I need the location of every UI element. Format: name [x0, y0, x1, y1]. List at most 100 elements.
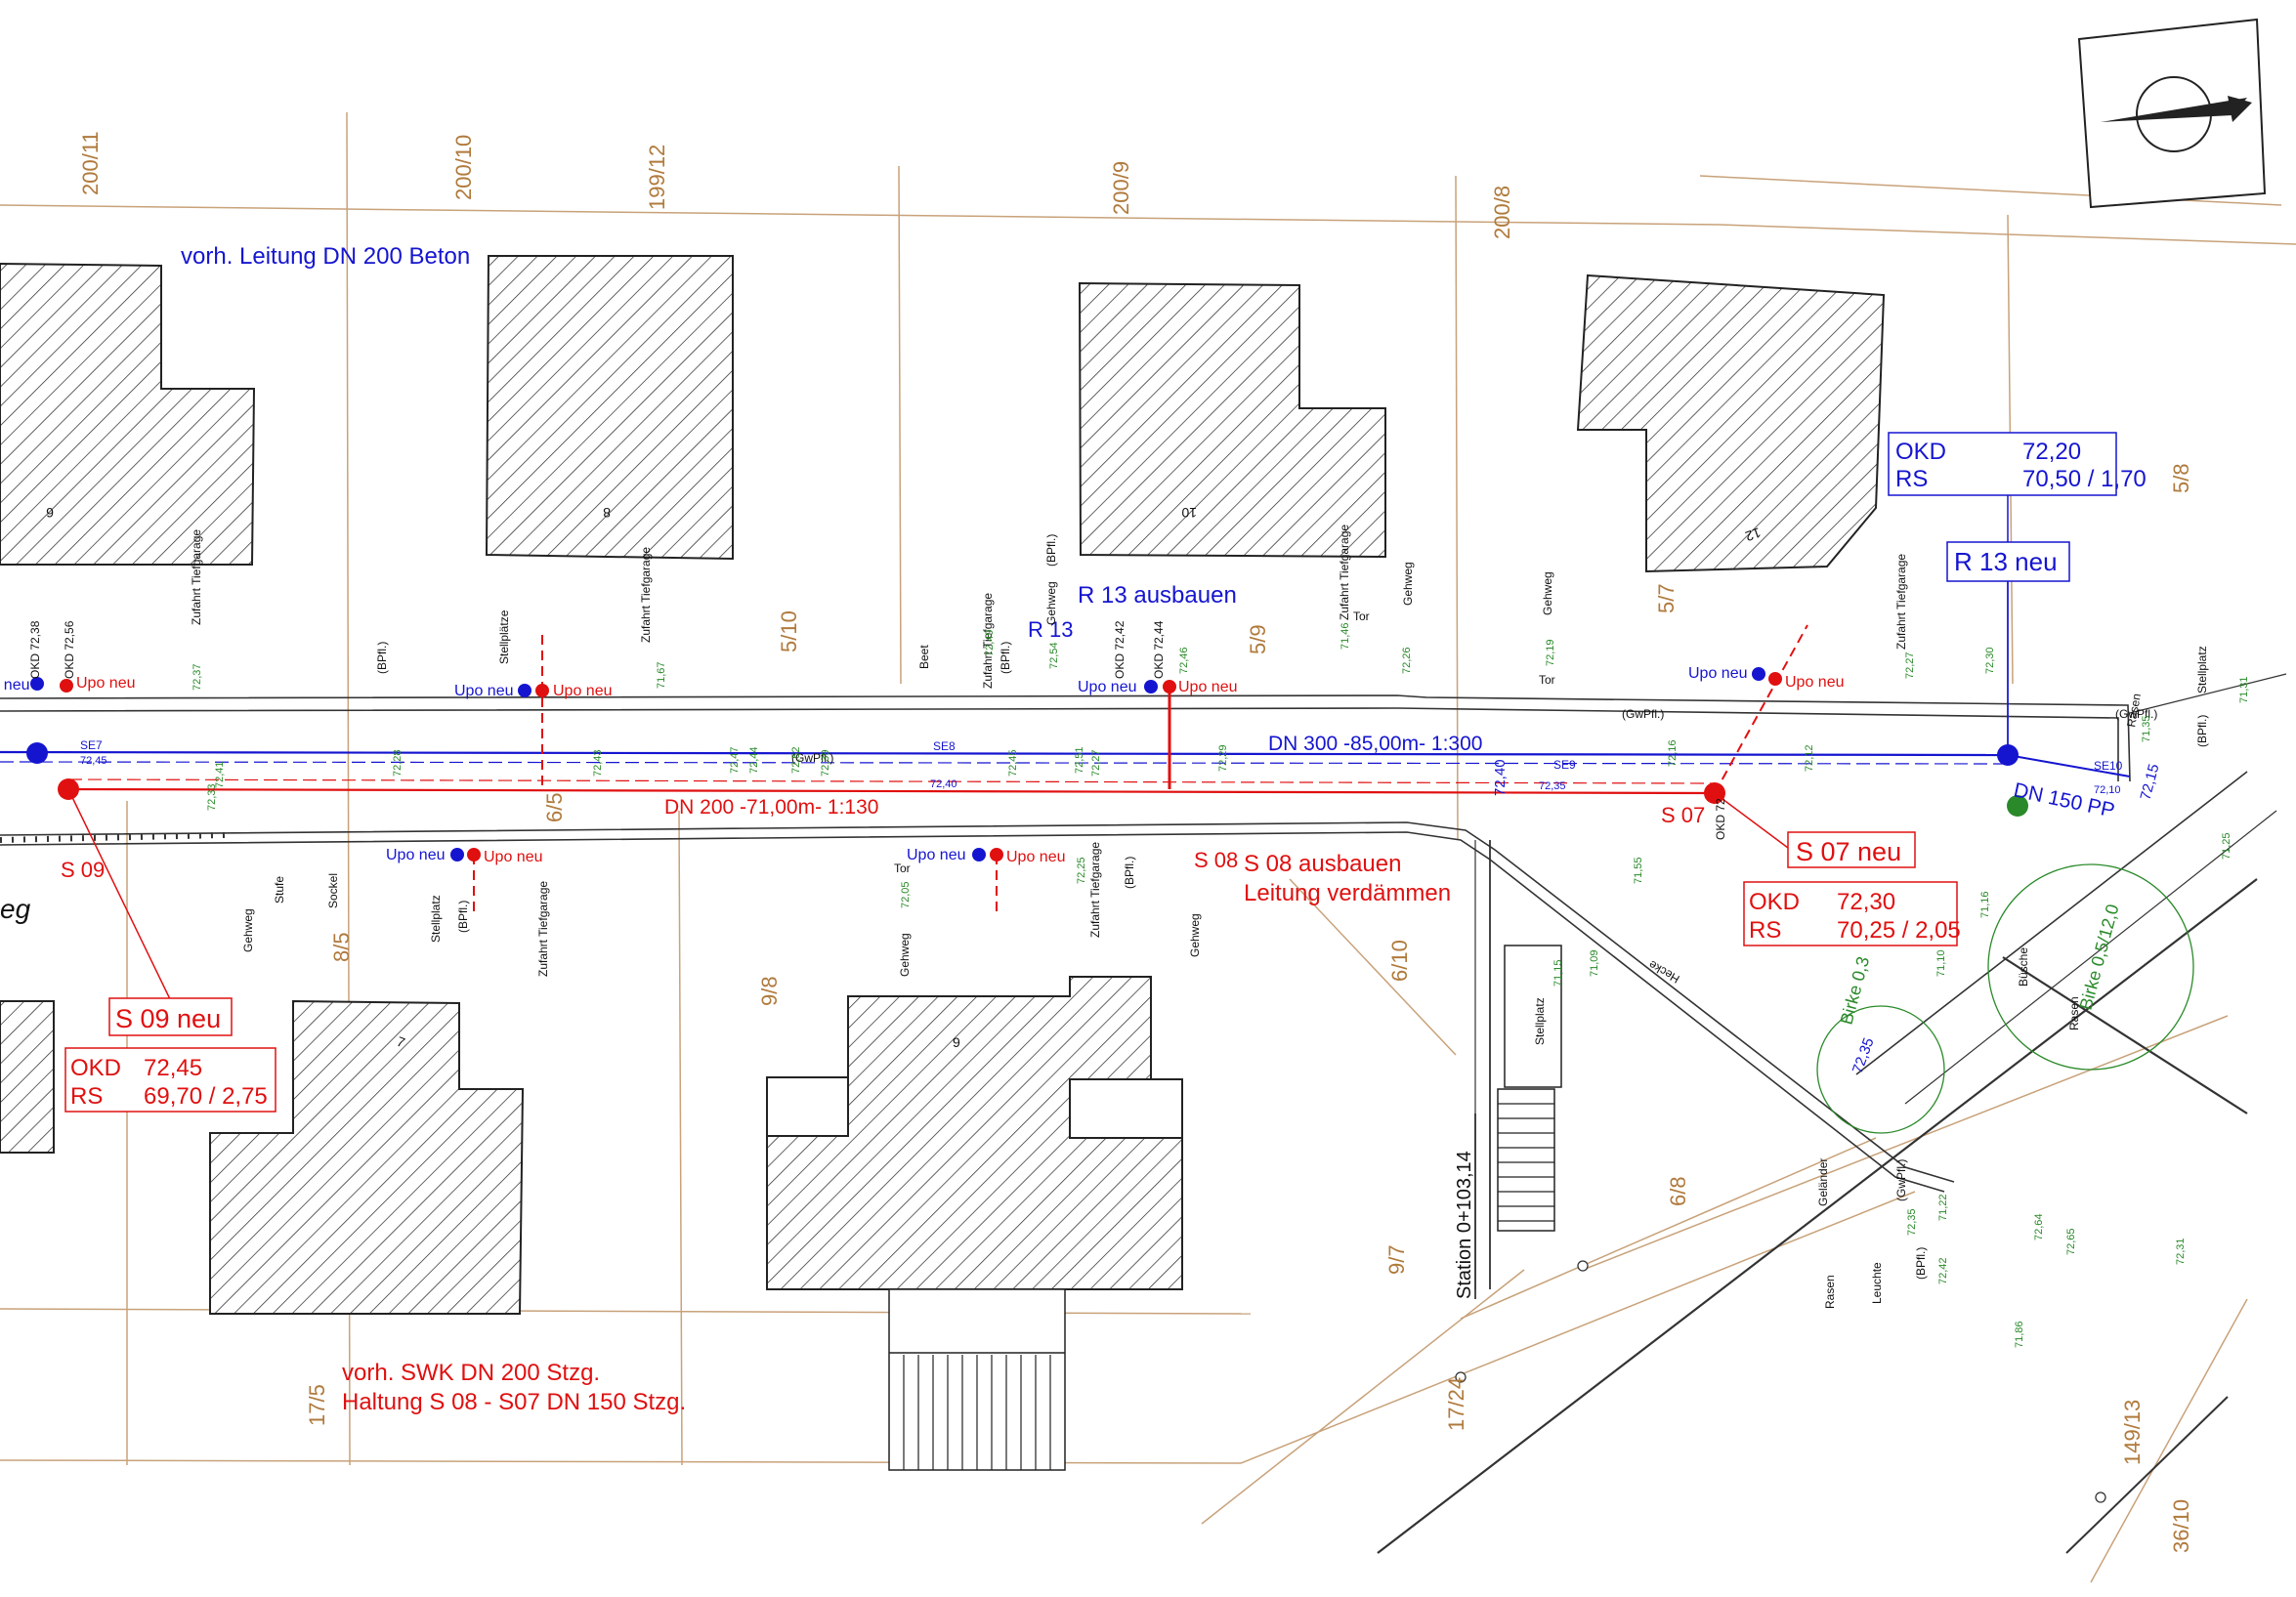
annotation: Leuchte [1870, 1262, 1884, 1304]
spot-height: 72,65 [2065, 1228, 2077, 1255]
okd-label: OKD [1895, 439, 1946, 465]
se-label: SE10 [2094, 759, 2123, 773]
spot-height: 72,49 [984, 629, 996, 656]
upo-label: Upo neu [484, 849, 543, 865]
sewer-line-dn200 [67, 624, 1808, 1002]
annotation: Gehweg [1541, 571, 1554, 615]
upo-label: Upo neu [1785, 674, 1845, 691]
annotation: Stellplätze [497, 609, 511, 664]
spot-height: 72,30 [1984, 647, 1996, 674]
annotation: Gehweg [1401, 562, 1415, 606]
spot-height: 72,42 [1937, 1257, 1949, 1284]
spot-height: 72,46 [1178, 647, 1190, 674]
spot-height: 72,45 [1007, 749, 1019, 777]
parcel-label: 5/10 [777, 610, 801, 652]
annotation: Zufahrt Tiefgarage [536, 881, 550, 977]
spot-height: 72,27 [1904, 651, 1916, 679]
annotation: (BPfl.) [2195, 715, 2209, 747]
annotation: Tor [894, 862, 911, 875]
manholes [26, 742, 2028, 817]
upo-label: Upo neu [1006, 849, 1066, 865]
spot-height: 72,33 [206, 783, 218, 811]
annotation: OKD 72,38 [28, 620, 42, 679]
buildings [0, 255, 1886, 1471]
spot-height: 71,31 [2238, 676, 2250, 703]
annotation: Rasen [2067, 996, 2081, 1030]
annotation: (BPfl.) [999, 642, 1012, 674]
elevation-label: 72,40 [930, 778, 957, 790]
upo-label: Upo neu [1688, 665, 1748, 682]
street-name-fragment: eg [0, 894, 31, 924]
s08-label: S 08 [1194, 848, 1238, 872]
se-label: SE7 [80, 738, 103, 752]
swk-label-1: vorh. SWK DN 200 Stzg. [342, 1360, 600, 1386]
parcel-label: 9/8 [757, 976, 782, 1006]
parcel-label: 200/10 [451, 135, 476, 200]
spot-height: 72,25 [1076, 857, 1087, 884]
parcel-label: 199/12 [645, 145, 669, 210]
annotation: Beet [917, 645, 931, 669]
spot-height: 72,19 [1545, 639, 1556, 666]
street-edges [0, 673, 2287, 1554]
s09-info-box [64, 1047, 276, 1113]
rs-label: RS [70, 1083, 103, 1110]
annotation: OKD 72 [1714, 798, 1727, 840]
parcel-label: 149/13 [2120, 1400, 2145, 1465]
annotation: Stellplatz [2195, 646, 2209, 693]
manhole-blue-left [26, 742, 48, 764]
annotation: Tor [1353, 609, 1370, 623]
spot-height: 71,35 [2141, 715, 2152, 742]
upo-labels: Upo neu Upo neu Upo neu Upo neu Upo neu … [0, 665, 1845, 865]
annotation: Sockel [326, 873, 340, 908]
spot-height: 71,46 [1339, 622, 1351, 650]
spot-height: 72,51 [1074, 746, 1085, 774]
upo-label: Upo neu [386, 847, 446, 863]
spot-height: 72,16 [1667, 739, 1679, 767]
s09-new-label: S 09 neu [115, 1004, 221, 1033]
spot-height: 72,31 [2175, 1238, 2187, 1265]
spot-height: 72,43 [592, 749, 604, 777]
manhole-s09-new [58, 778, 79, 800]
annotation: Geländer [1816, 1158, 1830, 1206]
manhole-s07-new [1704, 782, 1725, 804]
annotation: Gehweg [1044, 581, 1058, 625]
stair-steps [903, 1103, 1554, 1470]
r13-new-callout: R 13 neu OKD 72,20 RS 70,50 / 1,70 [1888, 432, 2147, 745]
annotation: OKD 72,56 [63, 620, 76, 679]
rs-value: 69,70 / 2,75 [144, 1083, 268, 1110]
building-7 [209, 999, 525, 1315]
parcel-boundaries [0, 111, 2296, 1583]
annotation: (GwPfl.) [1622, 707, 1664, 721]
building-10 [1078, 281, 1386, 559]
parcel-label: 5/8 [2169, 463, 2193, 493]
parcel-label: 200/11 [78, 131, 103, 195]
parcel-label: 17/24 [1444, 1377, 1468, 1431]
annotation: Rasen [1823, 1275, 1837, 1309]
annotation: Büsche [2017, 947, 2030, 987]
annotation: Zufahrt Tiefgarage [639, 547, 653, 643]
spot-height: 72,64 [2033, 1213, 2045, 1240]
se-label: SE8 [933, 739, 956, 753]
rs-label: RS [1749, 917, 1781, 944]
annotation: Stellplatz [429, 895, 443, 943]
upo-label: Upo neu [1078, 679, 1137, 695]
okd-value: 72,30 [1837, 889, 1895, 915]
s08-remove-label: S 08 ausbauen [1244, 851, 1401, 877]
r13-new-label: R 13 neu [1954, 547, 2058, 576]
house-number: 12 [1743, 525, 1763, 544]
annotation: Tor [1539, 673, 1555, 687]
parcel-label: 200/9 [1109, 161, 1133, 215]
spot-height: 72,37 [191, 663, 203, 691]
annotation: (GwPfl.) [1894, 1159, 1908, 1201]
building-9-garage [1069, 1078, 1183, 1139]
annotation: Zufahrt Tiefgarage [1338, 525, 1351, 620]
annotation: (BPfl.) [456, 901, 470, 933]
annotation: (BPfl.) [1123, 857, 1136, 889]
spot-height: 71,22 [1937, 1194, 1949, 1221]
annotation: Gehweg [241, 908, 255, 952]
annotation: Gehweg [1188, 913, 1202, 957]
building-6 [0, 262, 256, 566]
spot-height: 72,47 [729, 746, 741, 774]
parcel-label: 5/9 [1246, 624, 1270, 654]
s07-new-label: S 07 neu [1796, 837, 1901, 866]
